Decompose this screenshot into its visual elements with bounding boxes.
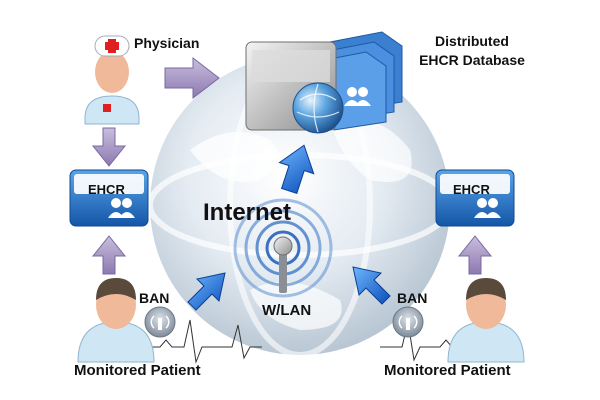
arrow-patient-to-ehcr-left	[91, 235, 127, 275]
globe-background	[147, 52, 453, 358]
ehcr-label-right: EHCR	[453, 182, 490, 197]
ban-label-left: BAN	[139, 290, 170, 306]
wlan-label: W/LAN	[262, 302, 312, 319]
arrow-ban-right-to-wlan	[352, 266, 391, 305]
server-database-icon	[245, 31, 403, 134]
ehcr-folder-icon-db	[344, 87, 371, 106]
arrow-patient-to-ehcr-right	[457, 235, 493, 275]
ehcr-label-left: EHCR	[88, 182, 125, 197]
wifi-antenna-icon	[233, 198, 333, 298]
patient-label-right: Monitored Patient	[384, 362, 511, 379]
ban-label-right: BAN	[397, 290, 428, 306]
internet-label: Internet	[203, 199, 292, 226]
doctor-icon	[84, 35, 140, 125]
ban-sensor-icon-left	[144, 306, 176, 338]
patient-icon-right	[447, 278, 525, 363]
arrow-physician-to-database	[164, 56, 220, 100]
arrow-physician-to-ehcr	[91, 127, 127, 167]
database-label-line1: Distributed	[435, 33, 509, 49]
patient-label-left: Monitored Patient	[74, 362, 201, 379]
ecg-trace-left	[115, 319, 262, 364]
ehcr-folder-icon-right	[435, 169, 515, 227]
physician-label: Physician	[134, 35, 200, 51]
database-label-line2: EHCR Database	[419, 52, 525, 68]
database-label: Distributed EHCR Database	[408, 32, 536, 70]
ehcr-folder-icon-left	[69, 169, 149, 227]
arrow-internet-to-database	[278, 144, 315, 195]
patient-icon-left	[77, 278, 155, 363]
arrow-ban-left-to-wlan	[187, 272, 226, 311]
ban-sensor-icon-right	[392, 306, 424, 338]
